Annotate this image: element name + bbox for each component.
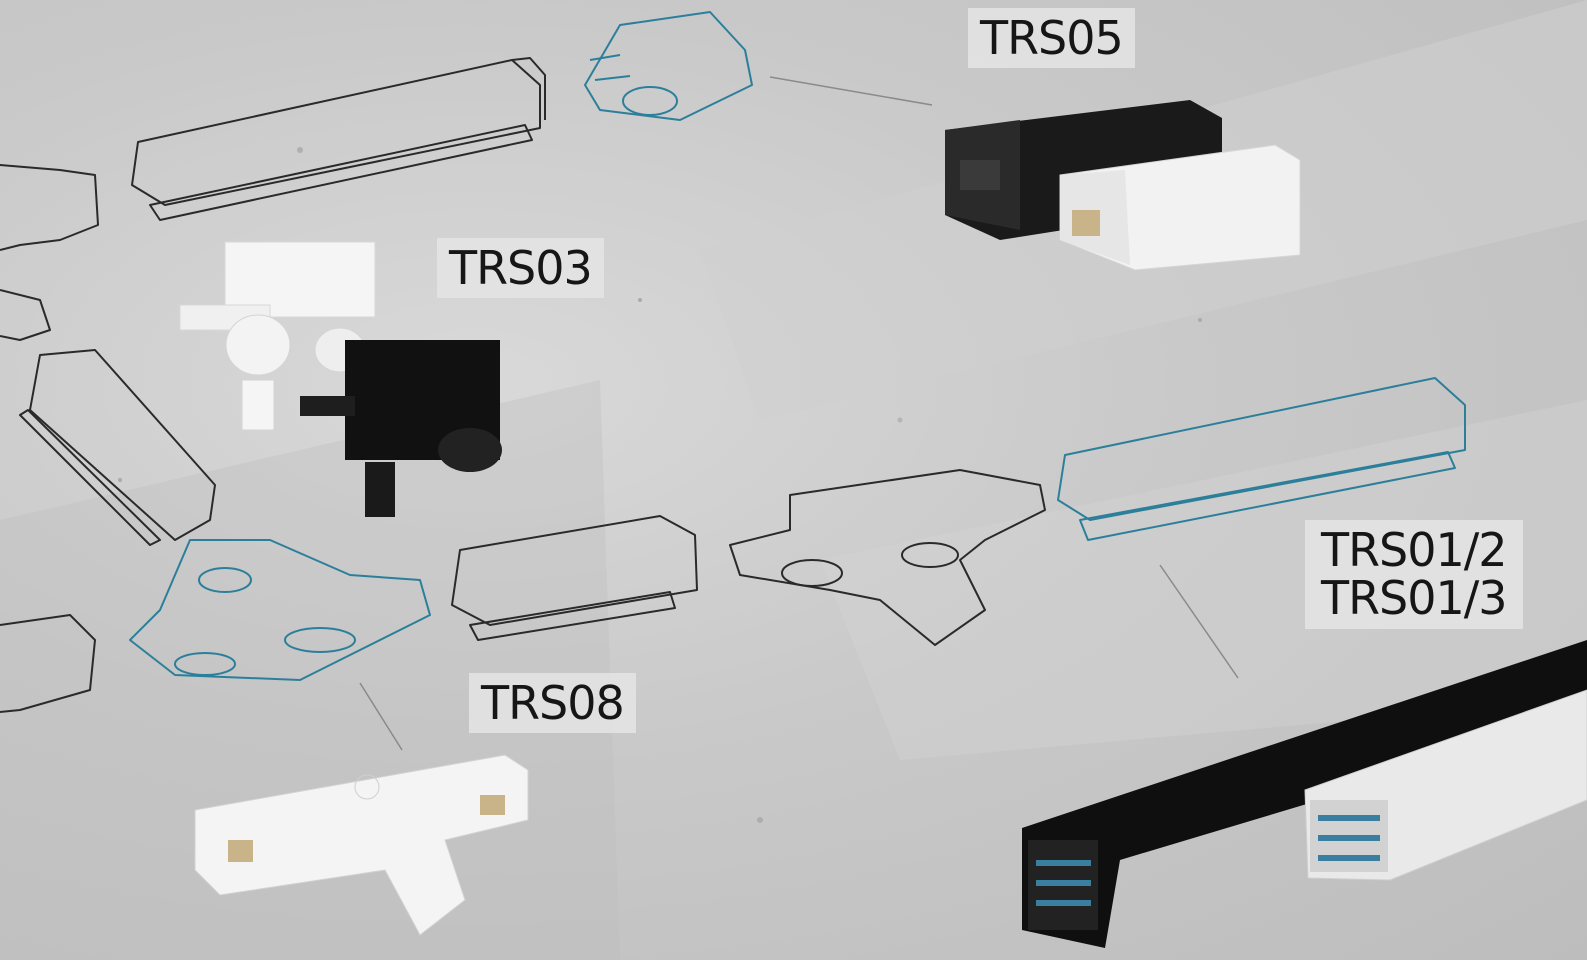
- connector-sketch-left: [0, 164, 99, 341]
- adapter-white-product: [179, 241, 376, 431]
- rail-sketch-accent: [1057, 377, 1466, 541]
- feed-in-white-product: [1059, 144, 1301, 271]
- endcap-sketch: [584, 11, 753, 121]
- label-trs08: TRS08: [469, 673, 636, 734]
- track-white-product: [1304, 689, 1587, 881]
- straight-connector-sketch: [451, 515, 698, 641]
- rail-sketch-left-bottom: [0, 614, 96, 713]
- tee-white-product: [194, 754, 529, 936]
- leader-lines: [359, 76, 1239, 751]
- track-black-product: [1022, 640, 1587, 948]
- label-trs03: TRS03: [437, 238, 604, 299]
- label-trs01-2: TRS01/2: [1321, 523, 1508, 577]
- tee-sketch-accent: [129, 539, 431, 681]
- label-trs01-3: TRS01/3: [1321, 571, 1508, 626]
- label-trs05: TRS05: [968, 8, 1135, 69]
- tee-sketch-dark: [729, 469, 1046, 646]
- adapter-black-product: [300, 340, 502, 517]
- rail-sketch-diagonal: [19, 349, 216, 546]
- label-trs01: TRS01/2 TRS01/3: [1305, 520, 1523, 629]
- rail-sketch-top: [131, 57, 546, 221]
